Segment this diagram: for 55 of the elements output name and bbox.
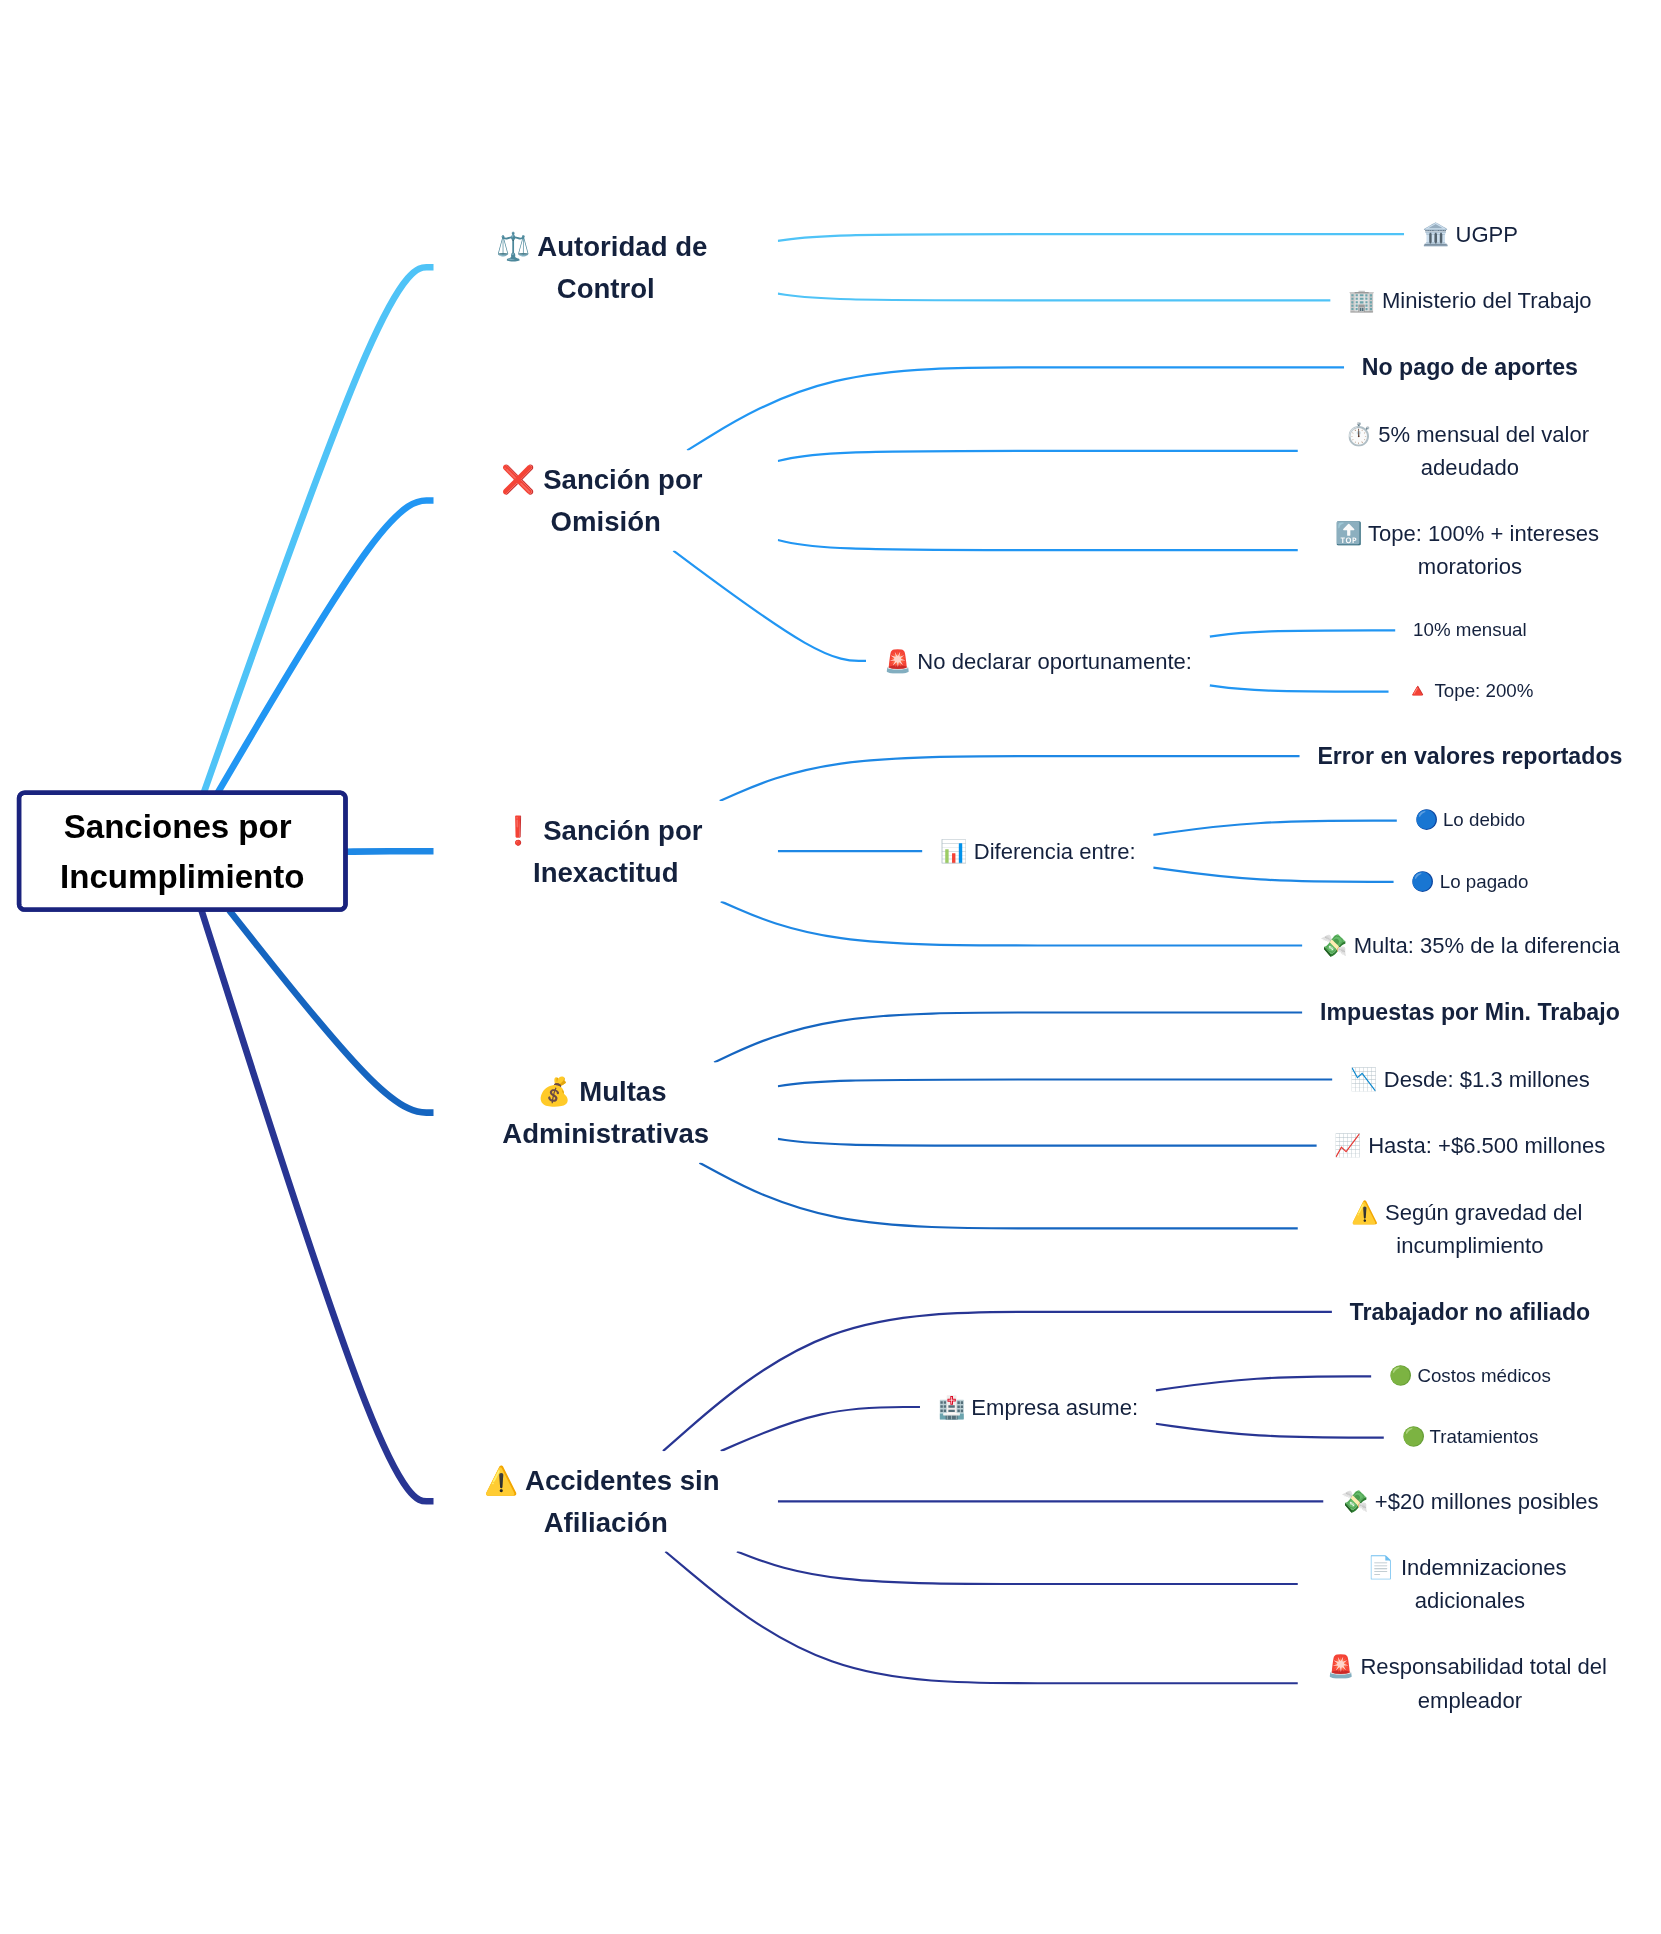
- node-text: 🔵 Lo debido: [1414, 809, 1526, 831]
- connector: [686, 366, 1345, 452]
- node-text: 📄 Indemnizaciones adicionales: [1367, 1555, 1567, 1613]
- connector: [719, 755, 1300, 803]
- connector: [777, 233, 1405, 243]
- node-text: 🔝 Tope: 100% + intereses moratorios: [1334, 521, 1600, 579]
- node-text: 🔺 Tope: 200%: [1406, 680, 1534, 702]
- node-text: 🔵 Lo pagado: [1411, 871, 1529, 893]
- connector: [1209, 684, 1389, 693]
- node-text: 🏢 Ministerio del Trabajo: [1348, 288, 1592, 313]
- connector: [720, 900, 1303, 947]
- node-text: 💰 Multas Administrativas: [502, 1075, 710, 1148]
- connector: [664, 1550, 1298, 1685]
- node-text: 📈 Hasta: +$6.500 millones: [1334, 1133, 1606, 1158]
- node-text: 📉 Desde: $1.3 millones: [1350, 1067, 1590, 1092]
- connector: [777, 850, 923, 853]
- connector: [1209, 629, 1396, 638]
- node-text: ❗ Sanción por Inexactitud: [501, 814, 703, 887]
- node-text: Error en valores reportados: [1317, 743, 1623, 769]
- connector: [1153, 819, 1397, 836]
- connector: [698, 1161, 1298, 1230]
- node-text: ⏱ 5% mensual del valor adeudado: [1344, 422, 1590, 480]
- node-text: 🏛 UGPP: [1421, 222, 1519, 247]
- connector: [1155, 1375, 1372, 1392]
- node-text: ⚠ Según gravedad del incumplimiento: [1351, 1199, 1583, 1258]
- node-text: 🚨 Responsabilidad total del empleador: [1326, 1654, 1607, 1712]
- node-text: 📊 Diferencia entre:: [940, 839, 1136, 864]
- node-text: 🚨 No declarar oportunamente:: [883, 648, 1192, 674]
- node-text: 🟢 Costos médicos: [1389, 1365, 1551, 1387]
- connector: [777, 1500, 1324, 1503]
- node-text: Trabajador no afiliado: [1349, 1298, 1591, 1325]
- connector: [777, 538, 1298, 552]
- connector: [1153, 866, 1394, 883]
- node-text: 💸 Multa: 35% de la diferencia: [1320, 933, 1620, 958]
- connector: [198, 909, 434, 1505]
- connector: [777, 449, 1298, 463]
- node-text: 🟢 Tratamientos: [1401, 1426, 1539, 1448]
- connector: [1155, 1422, 1384, 1439]
- node-text: ⚠ Accidentes sin Afiliación: [484, 1464, 720, 1537]
- connector: [713, 1011, 1303, 1064]
- connector: [777, 1078, 1333, 1088]
- node-text: 10% mensual: [1413, 619, 1527, 641]
- connector: [672, 549, 866, 663]
- node-text: No pago de aportes: [1361, 354, 1578, 380]
- node-text: 🏥 Empresa asume:: [937, 1394, 1139, 1420]
- connector: [736, 1550, 1298, 1586]
- node-text: ⚖ Autoridad de Control: [496, 230, 708, 303]
- node-text: 💸 +$20 millones posibles: [1341, 1489, 1599, 1514]
- node-text: Impuestas por Min. Trabajo: [1319, 999, 1620, 1025]
- connector: [662, 1310, 1332, 1452]
- node-text: ❌ Sanción por Omisión: [501, 463, 703, 536]
- connector: [346, 847, 434, 856]
- connector: [777, 292, 1331, 302]
- connector: [777, 1137, 1317, 1147]
- connector: [720, 1405, 920, 1453]
